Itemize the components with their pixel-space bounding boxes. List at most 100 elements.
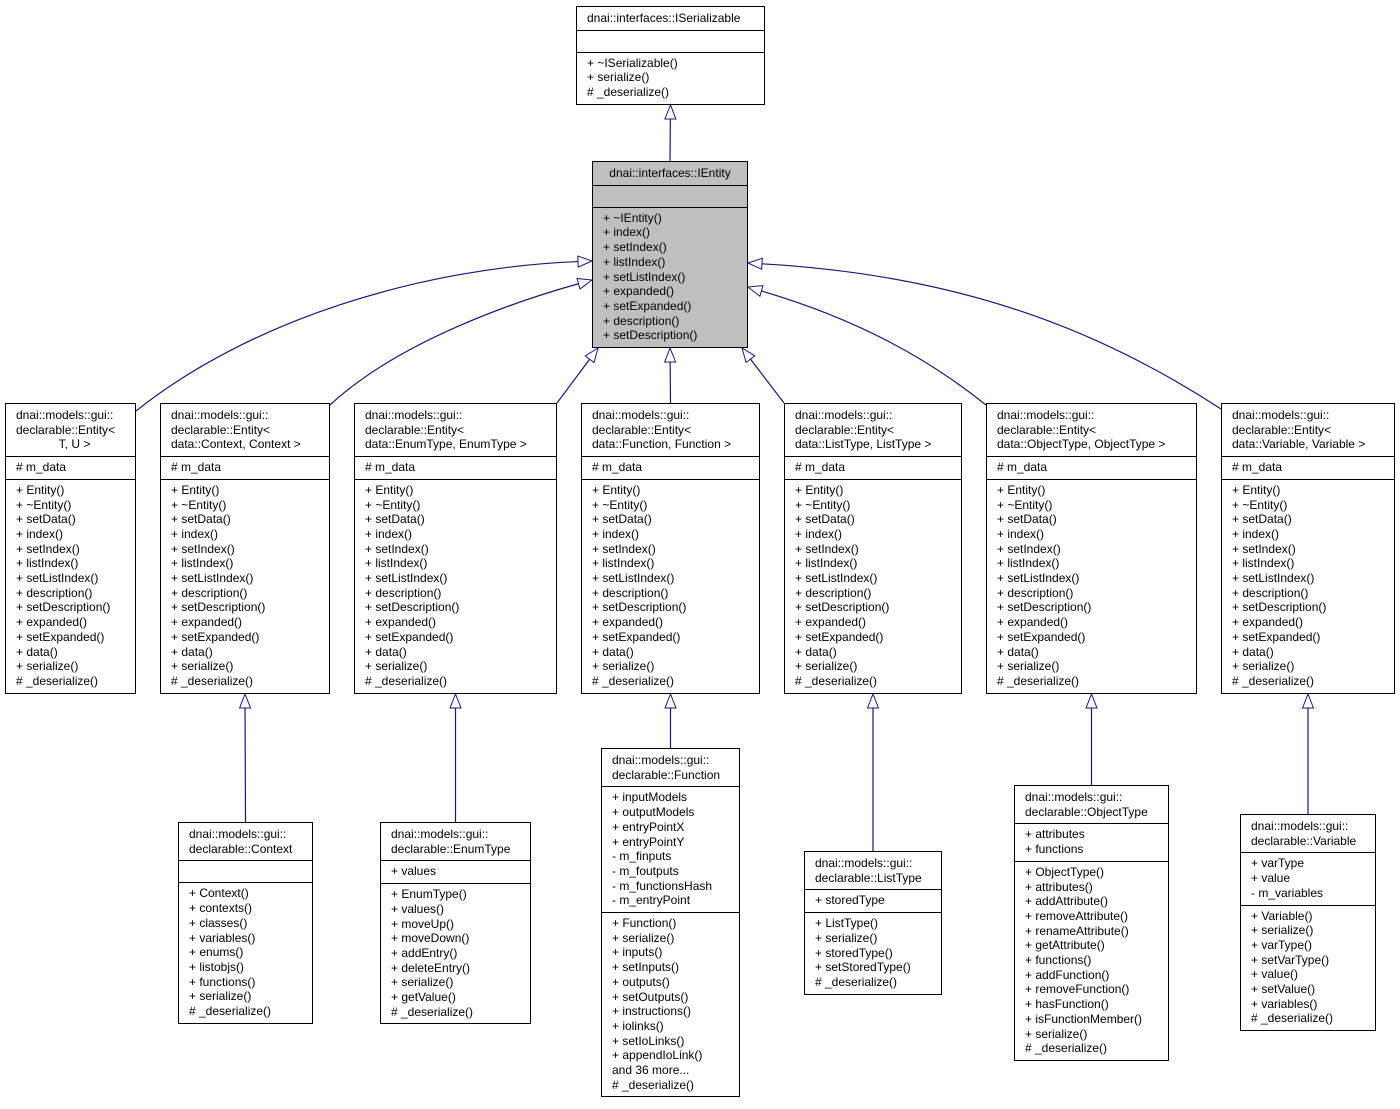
class-method: + setIndex(): [171, 541, 235, 556]
class-attribute: + value: [1251, 871, 1291, 886]
class-method: + data(): [997, 644, 1039, 659]
class-attributes-section: # m_data: [1222, 456, 1394, 479]
class-method: + classes(): [189, 915, 248, 930]
edge-entity_objecttype-arrowhead: [746, 285, 764, 298]
class-attribute: + storedType: [815, 893, 885, 908]
class-attribute: + values: [391, 864, 437, 879]
class-method: + description(): [16, 585, 93, 600]
class-title-line: data::Function, Function >: [592, 437, 732, 452]
class-method: + Entity(): [16, 482, 65, 497]
class-title-line: declarable::Variable: [1251, 833, 1357, 848]
edge-listtype-arrowhead: [866, 692, 880, 709]
class-method: + listIndex(): [592, 556, 655, 571]
class-entity-objecttype[interactable]: dnai::models::gui::declarable::Entity<da…: [986, 403, 1197, 694]
edge-function-arrowhead: [664, 692, 677, 709]
class-attribute: # m_data: [171, 460, 222, 475]
class-attributes-section: + storedType: [805, 889, 941, 912]
class-entity-t-u[interactable]: dnai::models::gui::declarable::Entity<T,…: [5, 403, 136, 694]
class-method: + serialize(): [365, 659, 428, 674]
class-title: dnai::interfaces::IEntity: [593, 162, 747, 185]
class-method: + description(): [1232, 585, 1309, 600]
class-method: + storedType(): [815, 945, 893, 960]
class-variable[interactable]: dnai::models::gui::declarable::Variable+…: [1240, 814, 1376, 1032]
edge-entity_listtype-arrowhead: [741, 346, 756, 364]
class-context[interactable]: dnai::models::gui::declarable::Context+ …: [178, 822, 313, 1024]
class-entity-enumtype[interactable]: dnai::models::gui::declarable::Entity<da…: [354, 403, 557, 694]
class-attributes-section: + inputModels+ outputModels+ entryPointX…: [602, 786, 739, 912]
class-title: dnai::models::gui::declarable::Entity<da…: [582, 404, 759, 456]
class-method: + serialize(): [1251, 923, 1314, 938]
class-entity-variable[interactable]: dnai::models::gui::declarable::Entity<da…: [1221, 403, 1395, 694]
class-method: + setExpanded(): [1232, 629, 1321, 644]
class-method: + listIndex(): [795, 556, 858, 571]
class-method: + listIndex(): [1232, 556, 1295, 571]
class-entity-listtype[interactable]: dnai::models::gui::declarable::Entity<da…: [784, 403, 962, 694]
class-methods-section: + Entity()+ ~Entity()+ setData()+ index(…: [987, 478, 1196, 693]
class-method: + addAttribute(): [1025, 894, 1109, 909]
class-objecttype[interactable]: dnai::models::gui::declarable::ObjectTyp…: [1014, 785, 1169, 1061]
class-method: + serialize(): [612, 930, 675, 945]
class-method: + iolinks(): [612, 1018, 664, 1033]
class-title-line: T, U >: [58, 437, 91, 452]
class-method: + setListIndex(): [171, 571, 254, 586]
class-method: + ~Entity(): [592, 497, 648, 512]
edge-entity_variable-arrowhead: [746, 257, 763, 271]
class-method: + index(): [603, 225, 651, 240]
class-entity-function[interactable]: dnai::models::gui::declarable::Entity<da…: [581, 403, 760, 694]
class-method: + getValue(): [391, 990, 456, 1005]
class-method: + setDescription(): [795, 600, 890, 615]
class-method: + data(): [365, 644, 407, 659]
class-title: dnai::models::gui::declarable::ObjectTyp…: [1015, 786, 1168, 823]
class-method: # _deserialize(): [189, 1004, 272, 1019]
class-method: + serialize(): [171, 659, 234, 674]
class-title-line: data::ObjectType, ObjectType >: [997, 437, 1166, 452]
class-method: # _deserialize(): [16, 673, 99, 688]
class-methods-section: + Entity()+ ~Entity()+ setData()+ index(…: [1222, 478, 1394, 693]
class-method: + setData(): [997, 512, 1057, 527]
edge-entity_tu: [135, 260, 579, 412]
class-attributes-section: + attributes+ functions: [1015, 823, 1168, 860]
edge-entity_function-arrowhead: [663, 346, 677, 363]
class-method: + expanded(): [795, 615, 867, 630]
class-method: + contexts(): [189, 901, 253, 916]
class-attributes-section: # m_data: [987, 456, 1196, 479]
class-attribute: # m_data: [997, 460, 1048, 475]
class-method: # _deserialize(): [171, 673, 254, 688]
class-methods-section: + Function()+ serialize()+ inputs()+ set…: [602, 912, 739, 1096]
class-ientity[interactable]: dnai::interfaces::IEntity+ ~IEntity()+ i…: [592, 161, 748, 349]
class-title: dnai::models::gui::declarable::Entity<T,…: [6, 404, 135, 456]
class-entity-context[interactable]: dnai::models::gui::declarable::Entity<da…: [160, 403, 330, 694]
class-attribute: # m_data: [795, 460, 846, 475]
class-method: + variables(): [1251, 996, 1318, 1011]
class-listtype[interactable]: dnai::models::gui::declarable::ListType+…: [804, 851, 942, 995]
class-title-line: declarable::ObjectType: [1025, 804, 1148, 819]
class-attribute: - m_foutputs: [612, 863, 679, 878]
class-methods-section: + Variable()+ serialize()+ varType()+ se…: [1241, 904, 1375, 1031]
class-title-line: data::Variable, Variable >: [1232, 437, 1366, 452]
class-method: + expanded(): [171, 615, 243, 630]
edge-enumtype-arrowhead: [449, 692, 462, 709]
class-method: # _deserialize(): [612, 1077, 695, 1092]
class-title-line: dnai::models::gui::: [1251, 819, 1349, 833]
class-method: + setData(): [16, 512, 76, 527]
class-method: # _deserialize(): [997, 673, 1080, 688]
class-method: + setData(): [171, 512, 231, 527]
class-function[interactable]: dnai::models::gui::declarable::Function+…: [601, 748, 740, 1098]
class-method: + setDescription(): [592, 600, 687, 615]
class-method: # _deserialize(): [1025, 1041, 1108, 1056]
class-title: dnai::models::gui::declarable::Variable: [1241, 815, 1375, 852]
class-method: + getAttribute(): [1025, 938, 1105, 953]
class-method: + outputs(): [612, 974, 670, 989]
class-method: + Function(): [612, 916, 677, 931]
class-iserializable[interactable]: dnai::interfaces::ISerializable+ ~ISeria…: [576, 6, 765, 105]
class-method: + index(): [365, 526, 413, 541]
class-method: + Entity(): [795, 482, 844, 497]
class-method: + appendIoLink(): [612, 1048, 703, 1063]
class-title-line: dnai::models::gui::: [391, 827, 489, 841]
class-method: + description(): [171, 585, 248, 600]
class-enumtype[interactable]: dnai::models::gui::declarable::EnumType+…: [380, 822, 531, 1025]
class-method: + setIndex(): [592, 541, 656, 556]
class-method: + setExpanded(): [997, 629, 1086, 644]
class-method: + isFunctionMember(): [1025, 1011, 1143, 1026]
class-method: + description(): [603, 313, 680, 328]
